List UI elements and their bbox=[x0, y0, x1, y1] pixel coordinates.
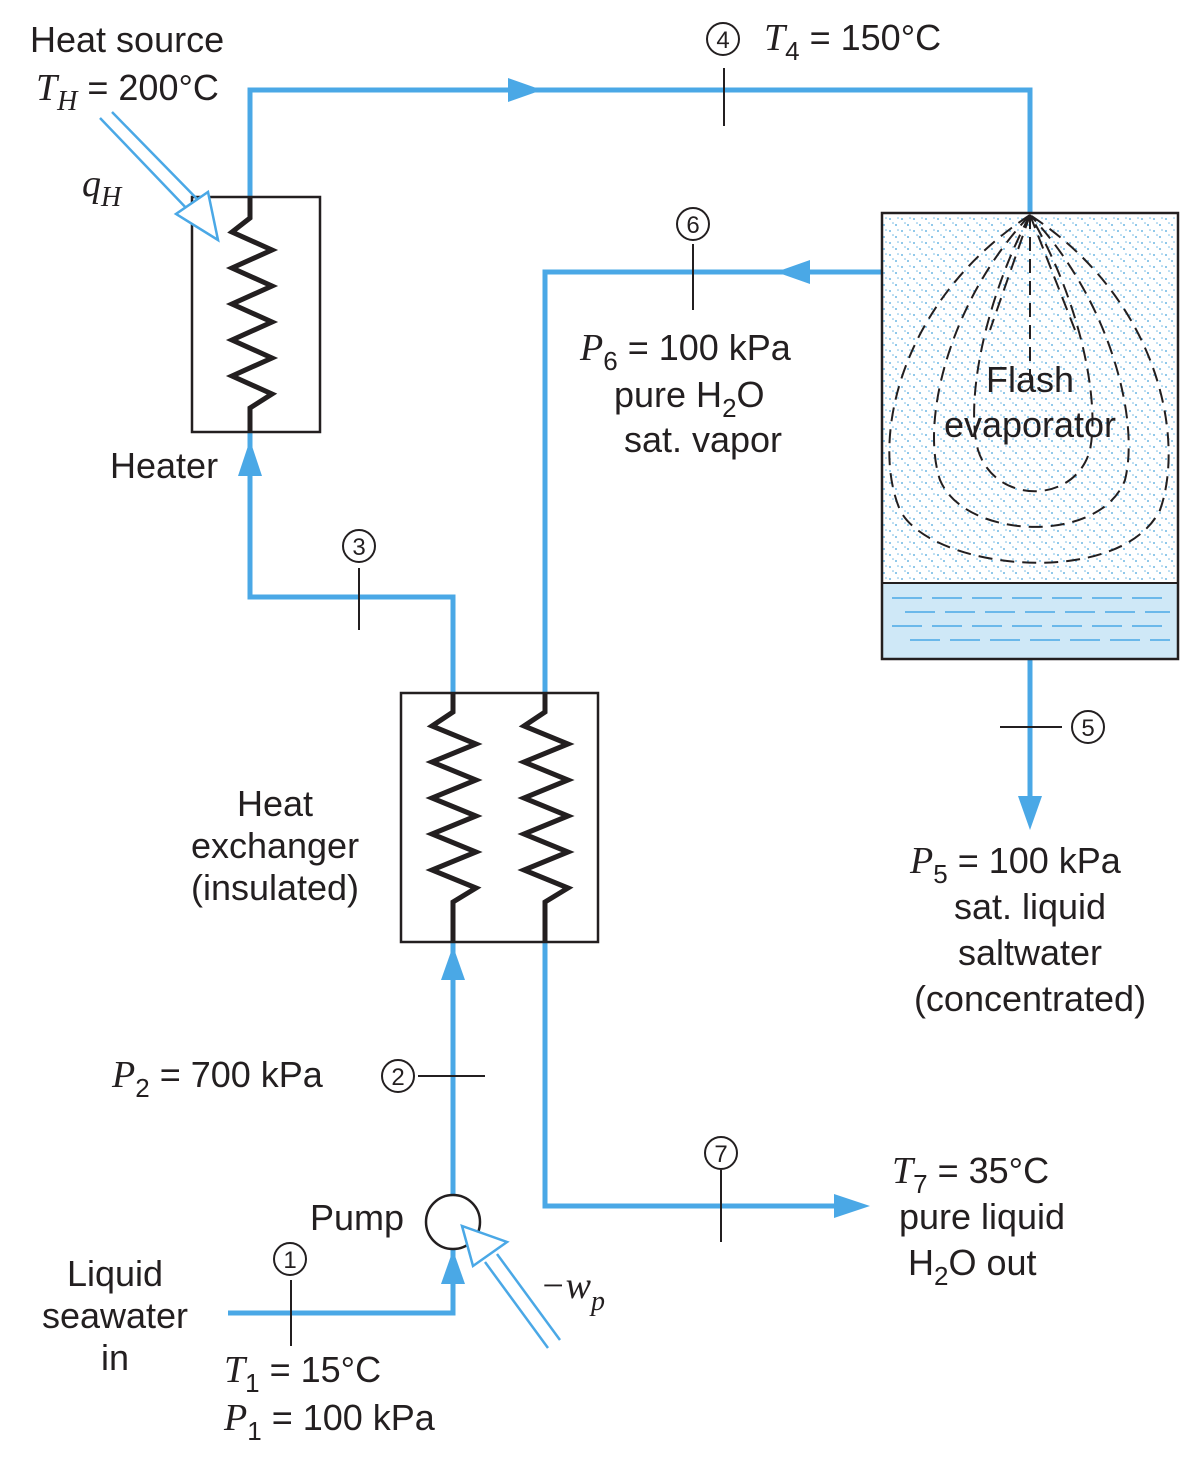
state-marker-5: 5 bbox=[1071, 710, 1105, 744]
concentrated-label: (concentrated) bbox=[914, 978, 1146, 1019]
hx-coil-vapor bbox=[517, 694, 575, 942]
flash-evaporator-label-line2: evaporator bbox=[944, 404, 1116, 445]
pump-label: Pump bbox=[310, 1197, 404, 1238]
flow-arrow-state-5 bbox=[1018, 796, 1042, 830]
state-number-3: 3 bbox=[352, 534, 365, 561]
saltwater-label: saltwater bbox=[958, 932, 1102, 973]
seawater-label-line2: seawater bbox=[42, 1295, 188, 1336]
flow-arrow-state-4 bbox=[508, 78, 542, 102]
state-number-5: 5 bbox=[1081, 715, 1094, 742]
seawater-label-line1: Liquid bbox=[67, 1253, 163, 1294]
heater-label: Heater bbox=[110, 445, 218, 486]
state-marker-4: 4 bbox=[706, 22, 740, 56]
heater-coil bbox=[225, 198, 279, 432]
state-marker-7: 7 bbox=[704, 1136, 738, 1170]
p2-label: P2 = 700 kPa bbox=[111, 1054, 324, 1103]
p6-label: P6 = 100 kPa bbox=[579, 327, 792, 376]
hx-label-line1: Heat bbox=[237, 783, 313, 824]
state-marker-1: 1 bbox=[273, 1242, 307, 1276]
flash-evaporator bbox=[880, 211, 1180, 661]
flow-arrow-state-1 bbox=[441, 1250, 465, 1284]
flow-arrow-state-2 bbox=[441, 946, 465, 980]
flow-arrow-state-6 bbox=[776, 260, 810, 284]
t7-label: T7 = 35°C bbox=[892, 1150, 1049, 1199]
state-marker-3: 3 bbox=[342, 529, 376, 563]
p1-label: P1 = 100 kPa bbox=[223, 1397, 436, 1446]
flow-arrow-state-7 bbox=[834, 1194, 870, 1218]
flash-evaporator-label-line1: Flash bbox=[986, 359, 1074, 400]
sat-liquid-label: sat. liquid bbox=[954, 886, 1106, 927]
flow-arrow-state-3 bbox=[238, 440, 262, 476]
heat-source-label: Heat source bbox=[30, 19, 224, 60]
pipe-state-7 bbox=[542, 942, 835, 1209]
state-marker-2: 2 bbox=[381, 1059, 415, 1093]
pipe-state-6 bbox=[542, 269, 882, 694]
state-number-7: 7 bbox=[714, 1141, 727, 1168]
state-marker-6: 6 bbox=[676, 207, 710, 241]
state-number-2: 2 bbox=[391, 1064, 404, 1091]
qh-label: qH bbox=[82, 163, 123, 213]
pipe-state-1 bbox=[228, 1250, 456, 1316]
pipe-state-4 bbox=[247, 87, 1033, 212]
pump-work-arrow bbox=[460, 1224, 562, 1349]
heat-input-arrow bbox=[99, 111, 220, 243]
t4-label: T4 = 150°C bbox=[764, 17, 941, 66]
th-label: TH = 200°C bbox=[36, 67, 219, 117]
state-number-1: 1 bbox=[283, 1247, 296, 1274]
sat-vapor-label: sat. vapor bbox=[624, 419, 782, 460]
wp-label: −wp bbox=[540, 1265, 605, 1317]
pure-h2o-label: pure H2O bbox=[614, 374, 765, 423]
pure-liquid-label: pure liquid bbox=[899, 1196, 1065, 1237]
hx-coil-seawater bbox=[425, 694, 483, 942]
t1-label: T1 = 15°C bbox=[224, 1349, 381, 1398]
p5-label: P5 = 100 kPa bbox=[909, 840, 1122, 889]
hx-label-line2: exchanger bbox=[191, 825, 359, 866]
state-number-4: 4 bbox=[716, 27, 729, 54]
seawater-label-line3: in bbox=[101, 1337, 129, 1378]
pipe-state-3 bbox=[247, 432, 456, 694]
h2o-out-label: H2O out bbox=[908, 1242, 1037, 1291]
hx-label-line3: (insulated) bbox=[191, 867, 359, 908]
state-number-6: 6 bbox=[686, 212, 699, 239]
